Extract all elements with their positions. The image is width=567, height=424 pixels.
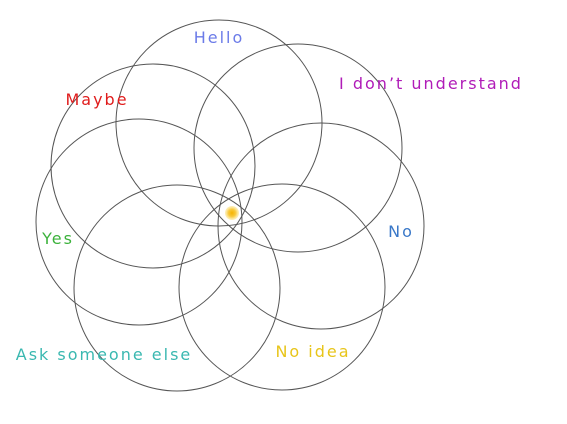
label-dont-understand: I don’t understand [339, 74, 523, 93]
label-hello: Hello [193, 28, 245, 47]
label-yes: Yes [42, 229, 74, 248]
circle-yes [35, 118, 243, 326]
circle-hello [115, 19, 323, 227]
circle-no [217, 122, 425, 330]
label-no-idea: No idea [275, 342, 351, 361]
label-maybe: Maybe [65, 90, 129, 109]
label-ask-someone-else: Ask someone else [15, 345, 193, 364]
circle-maybe [50, 63, 256, 269]
circle-ask-someone-else [73, 184, 281, 392]
label-no: No [388, 222, 414, 241]
circle-dont-understand [193, 43, 403, 253]
pointer-dot [225, 206, 239, 220]
circle-no-idea [178, 183, 386, 391]
